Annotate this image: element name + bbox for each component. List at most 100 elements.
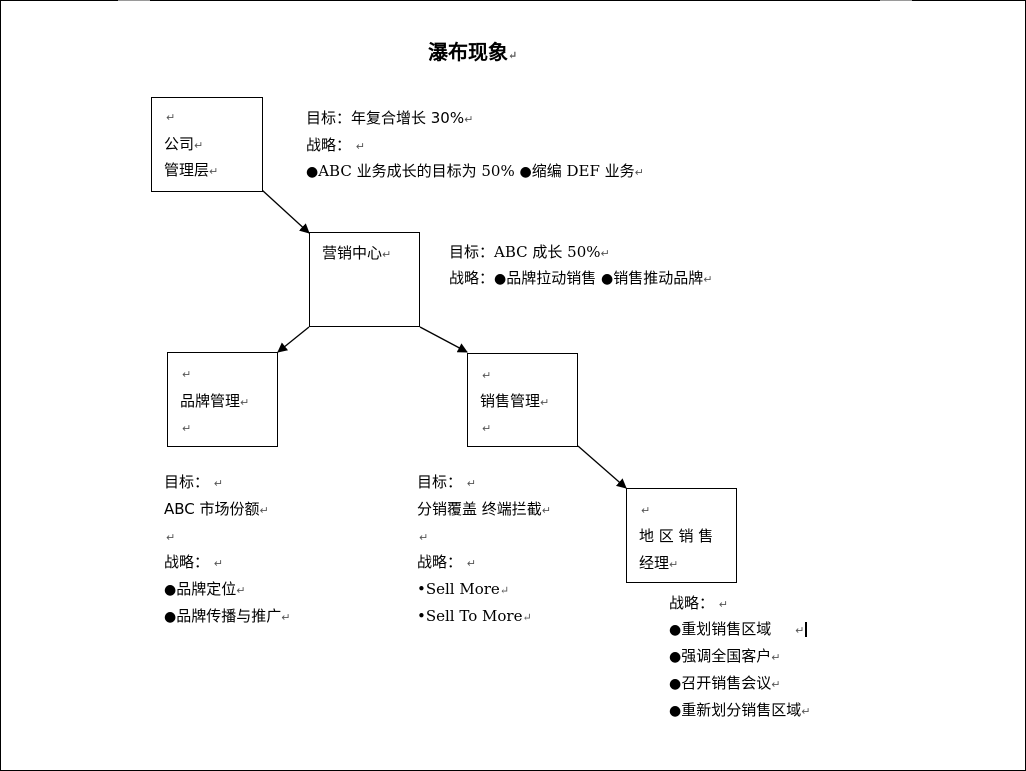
sales-goal-text: 分销覆盖 终端拦截 — [417, 500, 542, 518]
arrow-marketing-to-sales — [419, 326, 468, 353]
company-box-line2: 管理层 — [164, 161, 210, 179]
paragraph-mark: ↵ — [355, 140, 366, 153]
sales-strategy-1-text: Sell More — [425, 580, 500, 598]
paragraph-mark: ↵ — [213, 477, 224, 490]
company-strategy-label-text: 战略： — [306, 136, 352, 154]
regional-strategy-4: ●重新划分销售区域↵ — [669, 698, 810, 724]
sales-management-box: ↵ 销售管理↵ ↵ — [467, 353, 578, 447]
company-goal: 目标：年复合增长 30%↵ — [306, 106, 473, 132]
marketing-strategy-1: 品牌拉动销售 — [506, 269, 597, 287]
sales-empty-line: ↵ — [419, 524, 428, 550]
paragraph-mark: ↵ — [240, 396, 250, 409]
arrow-sales-to-regional — [577, 445, 627, 489]
regional-strategy-label: 战略： ↵ — [669, 591, 728, 617]
bullet-icon: ● — [669, 676, 682, 692]
marketing-strategy-2: 销售推动品牌 — [613, 269, 704, 287]
brand-strategy-2: ●品牌传播与推广↵ — [164, 604, 290, 630]
paragraph-mark: ↵ — [641, 504, 651, 517]
sales-box-label: 销售管理 — [480, 392, 541, 410]
sales-goal-label-text: 目标： — [417, 473, 463, 491]
marketing-box-label: 营销中心 — [322, 244, 383, 262]
paragraph-mark: ↵ — [508, 49, 518, 62]
bullet-icon: ● — [669, 703, 682, 719]
marketing-center-box: 营销中心↵ — [309, 232, 420, 327]
regional-box-line1: 地 区 销 售 — [639, 527, 714, 545]
paragraph-mark: ↵ — [166, 111, 176, 124]
brand-box-label: 品牌管理 — [180, 392, 241, 410]
paragraph-mark: ↵ — [795, 624, 805, 637]
paragraph-mark: ↵ — [166, 531, 176, 544]
brand-empty-line: ↵ — [166, 524, 175, 550]
paragraph-mark: ↵ — [259, 504, 269, 517]
paragraph-mark: ↵ — [236, 584, 246, 597]
company-goal-text: 目标：年复合增长 30% — [306, 109, 465, 127]
company-strategy-1: ABC 业务成长的目标为 50% — [318, 162, 515, 180]
sales-strategy-label: 战略： ↵ — [417, 550, 476, 576]
company-box-line1: 公司 — [164, 135, 195, 153]
brand-strategy-1-text: 品牌定位 — [176, 580, 237, 598]
paragraph-mark: ↵ — [182, 422, 192, 435]
paragraph-mark: ↵ — [801, 705, 811, 718]
paragraph-mark: ↵ — [522, 611, 532, 624]
company-strategy-2: 缩编 DEF 业务 — [531, 162, 635, 180]
sales-strategy-1: •Sell More↵ — [417, 577, 509, 603]
brand-goal: ABC 市场份额↵ — [164, 497, 269, 523]
paragraph-mark: ↵ — [771, 678, 781, 691]
company-management-box: ↵ 公司↵ 管理层↵ — [151, 97, 263, 192]
paragraph-mark: ↵ — [499, 584, 510, 597]
paragraph-mark: ↵ — [482, 422, 492, 435]
text-cursor — [805, 622, 808, 637]
paragraph-mark: ↵ — [703, 273, 713, 286]
bullet-icon: • — [417, 580, 426, 598]
regional-box-line2: 经理 — [639, 554, 670, 572]
marketing-strategy-line: 战略：●品牌拉动销售 ●销售推动品牌↵ — [449, 266, 712, 292]
diagram-title-text: 瀑布现象 — [428, 40, 508, 64]
paragraph-mark: ↵ — [382, 248, 392, 261]
paragraph-mark: ↵ — [669, 558, 679, 571]
regional-strategy-label-text: 战略： — [669, 594, 715, 612]
paragraph-mark: ↵ — [482, 369, 492, 382]
brand-strategy-1: ●品牌定位↵ — [164, 577, 245, 603]
sales-strategy-2: •Sell To More↵ — [417, 604, 532, 630]
paragraph-mark: ↵ — [194, 139, 204, 152]
bullet-icon: ● — [601, 271, 614, 287]
marketing-goal: 目标：ABC 成长 50%↵ — [449, 240, 610, 266]
regional-strategy-3: ●召开销售会议↵ — [669, 671, 780, 697]
page-corner-mark-left — [118, 0, 150, 4]
regional-strategy-1: ●重划销售区域 ↵ — [669, 617, 808, 643]
marketing-goal-text: 目标：ABC 成长 50% — [449, 243, 601, 261]
paragraph-mark: ↵ — [600, 247, 610, 260]
company-strategy-label: 战略： ↵ — [306, 133, 365, 159]
arrow-marketing-to-brand — [277, 326, 310, 353]
bullet-icon: • — [417, 607, 426, 625]
marketing-strategy-label: 战略： — [449, 269, 495, 287]
paragraph-mark: ↵ — [540, 396, 550, 409]
regional-strategy-2: ●强调全国客户↵ — [669, 644, 780, 670]
regional-strategy-1-text: 重划销售区域 — [681, 620, 772, 638]
sales-goal-label: 目标： ↵ — [417, 470, 476, 496]
sales-goal: 分销覆盖 终端拦截↵ — [417, 497, 551, 523]
bullet-icon: ● — [164, 582, 177, 598]
paragraph-mark: ↵ — [466, 477, 477, 490]
company-strategy-line: ●ABC 业务成长的目标为 50% ●缩编 DEF 业务↵ — [306, 159, 644, 185]
page-corner-mark-right — [880, 0, 912, 4]
paragraph-mark: ↵ — [182, 368, 192, 381]
bullet-icon: ● — [669, 622, 682, 638]
brand-management-box: ↵ 品牌管理↵ ↵ — [167, 352, 278, 447]
paragraph-mark: ↵ — [213, 557, 224, 570]
brand-strategy-2-text: 品牌传播与推广 — [176, 607, 282, 625]
regional-sales-manager-box: ↵ 地 区 销 售 经理↵ — [626, 488, 737, 583]
paragraph-mark: ↵ — [419, 531, 429, 544]
brand-goal-label-text: 目标： — [164, 473, 210, 491]
regional-strategy-2-text: 强调全国客户 — [681, 647, 772, 665]
sales-strategy-label-text: 战略： — [417, 553, 463, 571]
sales-strategy-2-text: Sell To More — [425, 607, 523, 625]
regional-strategy-4-text: 重新划分销售区域 — [681, 701, 802, 719]
paragraph-mark: ↵ — [464, 113, 474, 126]
paragraph-mark: ↵ — [771, 651, 781, 664]
paragraph-mark: ↵ — [209, 165, 219, 178]
paragraph-mark: ↵ — [718, 598, 729, 611]
brand-goal-label: 目标： ↵ — [164, 470, 223, 496]
brand-goal-text: ABC 市场份额 — [164, 500, 260, 518]
